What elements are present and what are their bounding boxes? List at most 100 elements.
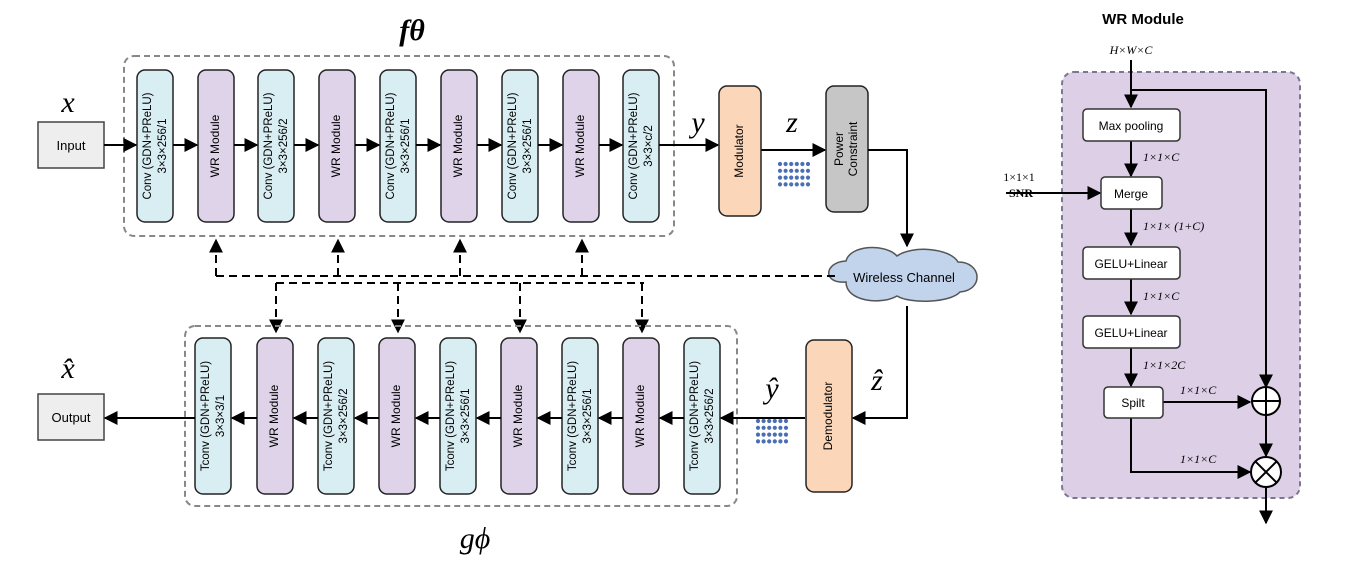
zhat-variable: ẑ <box>870 364 883 397</box>
snr-dashed-lines <box>209 238 838 334</box>
encoder-conv-params-1: 3×3×256/1 <box>157 118 169 173</box>
gelu-linear-label-1: GELU+Linear <box>1094 257 1167 271</box>
encoder-constellation-dot <box>794 175 799 180</box>
decoder-dashed-group <box>184 325 738 507</box>
decoder-constellation-dot <box>783 418 789 424</box>
encoder-symbol: fθ <box>399 14 425 47</box>
decoder-constellation-dot <box>767 418 772 424</box>
power-label-2: Constraint <box>846 121 860 176</box>
encoder-arrows <box>104 138 827 157</box>
decoder-constellation-dot <box>778 425 783 430</box>
wireless-channel-cloud: Wireless Channel <box>828 246 978 302</box>
decoder-constellation-dot <box>761 425 766 430</box>
z-variable: z <box>785 106 798 139</box>
snr-dims: 1×1×1 <box>1003 170 1035 184</box>
encoder-wr-label-8: WR Module <box>573 114 587 177</box>
decoder-constellation-dot <box>772 418 777 424</box>
decoder-constellation-dot <box>778 432 783 437</box>
constellation-dots-decoder <box>755 418 789 444</box>
y-variable: y <box>688 106 705 139</box>
encoder-constellation-dot <box>805 161 811 167</box>
decoder-wr-label-2: WR Module <box>267 384 281 447</box>
wr-connectors <box>1006 60 1273 525</box>
max-pooling-label: Max pooling <box>1099 119 1164 133</box>
decoder-constellation-dot <box>783 439 789 444</box>
encoder-constellation-dot <box>794 161 799 167</box>
yhat-variable: ŷ <box>762 372 779 405</box>
encoder-constellation-dot <box>777 182 783 187</box>
encoder-constellation-dot <box>783 168 788 173</box>
encoder-constellation-dot <box>777 161 783 167</box>
decoder-conv-label-9: Tconv (GDN+PReLU) <box>689 361 701 471</box>
decoder-conv-label-3: Tconv (GDN+PReLU) <box>323 361 335 471</box>
input-label: Input <box>57 138 86 153</box>
encoder-constellation-dot <box>805 182 811 187</box>
dims-after-gelu2: 1×1×2C <box>1143 358 1186 372</box>
multiply-operator <box>1250 456 1282 488</box>
encoder-constellation-dot <box>789 168 794 173</box>
decoder-conv-params-5: 3×3×256/1 <box>460 388 472 443</box>
decoder-constellation-dot <box>755 425 761 430</box>
encoder-constellation-dot <box>800 161 805 167</box>
output-variable: x̂ <box>60 352 75 385</box>
encoder-constellation-dot <box>789 161 794 167</box>
decoder-symbol: gϕ <box>460 522 491 555</box>
split-label: Spilt <box>1121 396 1145 410</box>
encoder-wr-label-2: WR Module <box>208 114 222 177</box>
output-label: Output <box>51 410 90 425</box>
encoder-conv-label-7: Conv (GDN+PReLU) <box>507 92 519 199</box>
demodulator-label: Demodulator <box>821 382 835 451</box>
input-box <box>37 121 105 169</box>
decoder-constellation-dot <box>755 432 761 437</box>
decoder-constellation-dot <box>761 439 766 444</box>
power-label-1: Power <box>832 132 846 166</box>
encoder-constellation-dot <box>800 175 805 180</box>
encoder-conv-params-5: 3×3×256/1 <box>400 118 412 173</box>
input-variable: x <box>60 86 75 119</box>
decoder-conv-params-3: 3×3×256/2 <box>338 388 350 443</box>
dims-after-pool: 1×1×C <box>1143 150 1180 164</box>
decoder-constellation-dot <box>767 432 772 437</box>
decoder-constellation-dot <box>783 425 789 430</box>
encoder-constellation-dot <box>777 175 783 180</box>
encoder-constellation-dot <box>783 182 788 187</box>
decoder-wr-label-6: WR Module <box>511 384 525 447</box>
output-box <box>37 393 105 441</box>
decoder-conv-label-7: Tconv (GDN+PReLU) <box>567 361 579 471</box>
encoder-conv-label-1: Conv (GDN+PReLU) <box>142 92 154 199</box>
decoder-constellation-dot <box>778 439 783 444</box>
split-box <box>1103 386 1164 419</box>
decoder-wr-label-8: WR Module <box>633 384 647 447</box>
dims-after-merge: 1×1× (1+C) <box>1143 219 1204 233</box>
encoder-wr-label-4: WR Module <box>329 114 343 177</box>
encoder-conv-params-7: 3×3×256/1 <box>522 118 534 173</box>
add-operator <box>1251 386 1281 416</box>
merge-label: Merge <box>1114 187 1148 201</box>
modulator-label: Modulator <box>732 124 746 177</box>
encoder-conv-label-3: Conv (GDN+PReLU) <box>263 92 275 199</box>
decoder-constellation-dot <box>755 418 761 424</box>
encoder-constellation-dot <box>805 175 811 180</box>
encoder-wr-label-6: WR Module <box>451 114 465 177</box>
encoder-constellation-dot <box>789 182 794 187</box>
gelu-linear-box-1 <box>1082 246 1181 280</box>
demodulator-box <box>805 339 853 493</box>
wr-panel-title: WR Module <box>1102 11 1184 28</box>
channel-label: Wireless Channel <box>853 270 955 285</box>
constellation-dots-encoder <box>777 161 811 187</box>
decoder-conv-params-1: 3×3×3/1 <box>215 395 227 437</box>
encoder-constellation-dot <box>783 175 788 180</box>
decoder-constellation-dot <box>778 418 783 424</box>
dims-split-top: 1×1×C <box>1180 383 1217 397</box>
merge-box <box>1100 176 1163 210</box>
max-pooling-box <box>1082 108 1181 142</box>
gelu-linear-box-2 <box>1082 315 1181 349</box>
encoder-constellation-dot <box>800 168 805 173</box>
decoder-constellation-dot <box>767 439 772 444</box>
encoder-constellation-dot <box>783 161 788 167</box>
decoder-constellation-dot <box>772 432 777 437</box>
gelu-linear-label-2: GELU+Linear <box>1094 326 1167 340</box>
encoder-constellation-dot <box>777 168 783 173</box>
encoder-constellation-dot <box>800 182 805 187</box>
decoder-constellation-dot <box>761 418 766 424</box>
